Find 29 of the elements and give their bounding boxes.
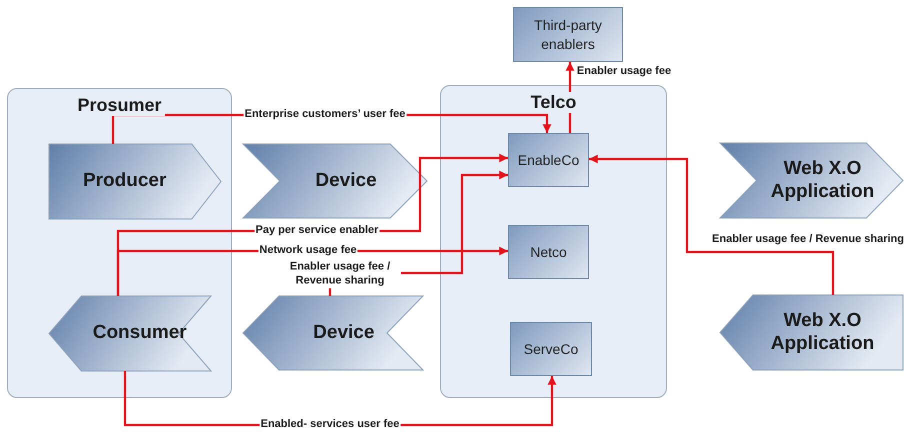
arrow: [589, 154, 834, 295]
node-label: Third-party enablers: [533, 16, 603, 53]
process-box: [510, 322, 592, 376]
node-label: Web X.O Application: [770, 158, 876, 204]
edge-label: Network usage fee: [258, 244, 358, 258]
process-box: [508, 133, 589, 187]
process-box: [508, 225, 589, 279]
node-label: Web X.O Application: [770, 310, 876, 356]
process-box: [513, 7, 623, 62]
process-arrow-shape: [49, 144, 221, 219]
process-chevron: [243, 296, 423, 370]
edge-label: Pay per service enabler: [254, 224, 380, 238]
node-label: Netco: [529, 242, 568, 262]
process-chevron: [49, 296, 211, 371]
process-chevron: [243, 144, 427, 218]
arrow: [566, 62, 574, 133]
node-label: Producer: [82, 170, 168, 193]
process-chevron: [720, 143, 903, 218]
group-container: [7, 88, 232, 398]
group-container: [440, 85, 667, 398]
node-label: ServeCo: [522, 340, 580, 358]
node-label: Device: [312, 322, 376, 344]
edge-label: Enterprise customers’ user fee: [244, 108, 406, 122]
node-label: EnableCo: [516, 150, 580, 170]
node-label: Consumer: [92, 322, 188, 345]
edge-label: Enabler usage fee: [576, 65, 672, 79]
process-arrow-shape: [720, 295, 903, 370]
node-label: Device: [314, 170, 378, 192]
edge-label: Enabler usage fee / Revenue sharing: [711, 233, 905, 247]
